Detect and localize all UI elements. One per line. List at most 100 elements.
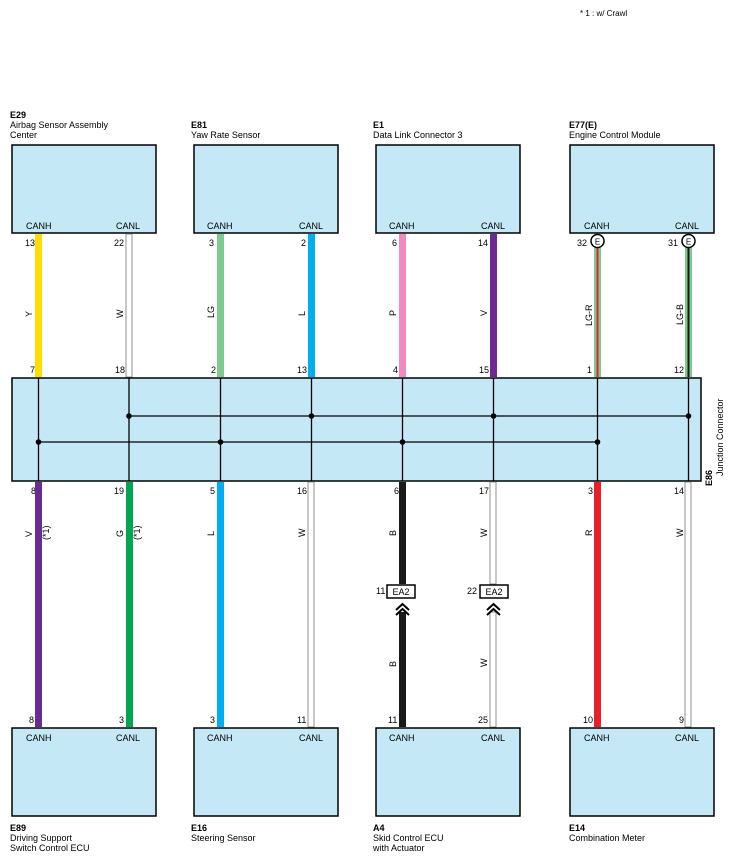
pin-number: 3 xyxy=(210,715,215,725)
crawl-note: * 1 : w/ Crawl xyxy=(580,9,627,18)
wire-lg-b xyxy=(685,248,692,377)
junction-code: E86 xyxy=(704,470,714,486)
connector-name-line: Center xyxy=(10,130,37,140)
junction-pin-number: 16 xyxy=(297,486,307,496)
wire-color-label: R xyxy=(584,529,594,536)
pin-label-canl: CANL xyxy=(299,221,323,231)
connector-e89-label: E89 Driving Support Switch Control ECU xyxy=(10,823,90,853)
pin-label-canl: CANL xyxy=(481,221,505,231)
chevron-up-icon xyxy=(486,602,501,616)
wire-w xyxy=(489,481,497,585)
pin-number: 8 xyxy=(29,715,34,725)
pin-label-canh: CANH xyxy=(26,221,52,231)
wire-color-label: P xyxy=(388,310,398,316)
pin-number: 6 xyxy=(392,238,397,248)
junction-pin-number: 18 xyxy=(115,365,125,375)
junction-pin-number: 7 xyxy=(30,365,35,375)
connector-e16-box xyxy=(193,727,339,817)
wire-p xyxy=(399,234,406,377)
wire-g xyxy=(126,482,133,727)
wire-l xyxy=(308,234,315,377)
connector-a4-label: A4 Skid Control ECU with Actuator xyxy=(372,823,444,853)
pin-label-canl: CANL xyxy=(116,733,140,743)
junction-pin-number: 3 xyxy=(588,486,593,496)
wire-color-label: Y xyxy=(24,311,34,317)
junction-pin-number: 13 xyxy=(297,365,307,375)
pin-label-canh: CANH xyxy=(207,221,233,231)
wire-v xyxy=(490,234,497,377)
wire-color-label: B xyxy=(388,661,398,667)
junction-pin-number: 6 xyxy=(394,486,399,496)
connector-code: E1 xyxy=(373,120,384,130)
wire-y xyxy=(35,234,42,377)
wire-color-label: V xyxy=(24,531,34,537)
wire-color-label: LG xyxy=(206,306,216,318)
shield-marker-e: E xyxy=(681,233,696,249)
connector-e77-label: E77(E) Engine Control Module xyxy=(569,120,661,140)
pin-label-canh: CANH xyxy=(584,733,610,743)
wire-color-label: L xyxy=(206,531,216,536)
junction-pin-number: 8 xyxy=(31,486,36,496)
pin-label-canh: CANH xyxy=(584,221,610,231)
connector-e89-box xyxy=(11,727,157,817)
connector-a4-box xyxy=(375,727,521,817)
pin-number: 10 xyxy=(583,715,593,725)
pin-number: 25 xyxy=(478,715,488,725)
pin-number: 11 xyxy=(297,715,306,725)
pin-number: 3 xyxy=(119,715,124,725)
wire-color-label: G xyxy=(115,530,125,537)
wire-lg xyxy=(217,234,224,377)
connector-e29-label: E29 Airbag Sensor Assembly Center xyxy=(10,110,109,140)
connector-code: E16 xyxy=(191,823,207,833)
connector-name-line: Data Link Connector 3 xyxy=(373,130,463,140)
junction-pin-number: 15 xyxy=(479,365,489,375)
pin-number: 13 xyxy=(25,238,35,248)
junction-connector xyxy=(11,377,702,482)
wire-b xyxy=(399,612,406,727)
svg-text:E: E xyxy=(595,238,600,247)
wire-w xyxy=(125,233,133,378)
pin-number: 22 xyxy=(114,238,124,248)
wire-option-note: (*1) xyxy=(41,525,51,540)
wire-color-label: W xyxy=(115,309,125,318)
junction-pin-number: 1 xyxy=(587,365,592,375)
connector-code: E29 xyxy=(10,110,26,120)
connector-e81-label: E81 Yaw Rate Sensor xyxy=(191,120,260,140)
inline-pin-number: 22 xyxy=(467,586,477,596)
connector-e1-box xyxy=(375,144,521,234)
wire-color-label: L xyxy=(297,311,307,316)
inline-connector-ea2: 11 EA2 xyxy=(376,584,416,616)
wire-b xyxy=(399,482,406,584)
pin-number: 32 xyxy=(577,238,587,248)
connector-name-line: with Actuator xyxy=(372,843,425,853)
pin-number: 31 xyxy=(668,238,678,248)
wire-lg-r xyxy=(594,248,601,377)
connector-code: E81 xyxy=(191,120,207,130)
wire-v xyxy=(35,482,42,727)
junction-pin-number: 5 xyxy=(210,486,215,496)
connector-name-line: Airbag Sensor Assembly xyxy=(10,120,109,130)
connector-e1-label: E1 Data Link Connector 3 xyxy=(373,120,463,140)
junction-pin-number: 2 xyxy=(211,365,216,375)
pin-label-canl: CANL xyxy=(675,733,699,743)
wire-r xyxy=(594,482,601,727)
inline-code: EA2 xyxy=(485,587,502,597)
connector-name-line: Skid Control ECU xyxy=(373,833,444,843)
wire-color-label: LG-B xyxy=(675,304,685,325)
pin-label-canh: CANH xyxy=(26,733,52,743)
pin-label-canl: CANL xyxy=(299,733,323,743)
inline-connector-ea2: 22 EA2 xyxy=(467,584,509,616)
wire-w xyxy=(684,481,692,728)
junction-pin-number: 14 xyxy=(674,486,684,496)
wire-l xyxy=(217,482,224,727)
connector-name-line: Yaw Rate Sensor xyxy=(191,130,260,140)
wire-color-label: W xyxy=(675,528,685,537)
wire-color-label: W xyxy=(479,658,489,667)
connector-e77-box xyxy=(569,144,715,234)
pin-number: 9 xyxy=(679,715,684,725)
connector-name-line: Steering Sensor xyxy=(191,833,256,843)
chevron-up-icon xyxy=(395,602,410,616)
inline-pin-number: 11 xyxy=(376,586,385,596)
connector-e16-label: E16 Steering Sensor xyxy=(191,823,256,843)
